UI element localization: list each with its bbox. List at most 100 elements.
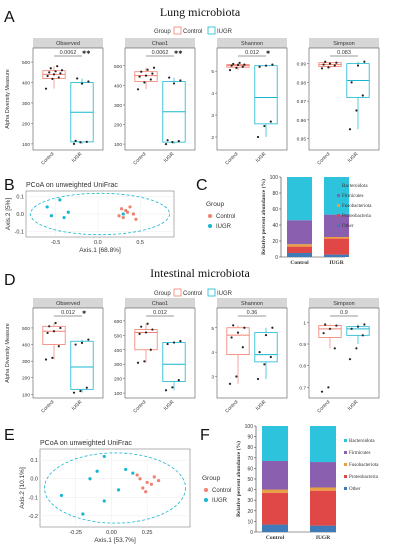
y-tick-label: 1 (303, 320, 306, 326)
data-point (44, 87, 48, 90)
data-point (59, 326, 62, 330)
facet-title: Observed (56, 301, 80, 307)
y-tick-label: 80 (272, 191, 278, 197)
data-point (136, 361, 140, 364)
legend-dot-control (208, 214, 212, 218)
p-value: 0.012 (245, 50, 259, 56)
data-point (46, 331, 49, 335)
scatter-point-iugr (88, 477, 92, 481)
data-point (151, 328, 154, 331)
data-point (151, 72, 154, 75)
data-point (348, 128, 352, 131)
bar-segment-bacteroidota (310, 426, 336, 463)
data-point (79, 141, 82, 144)
data-point (327, 66, 330, 69)
scatter-point-control (134, 217, 138, 221)
panel-letter-d: D (4, 272, 16, 289)
facet-strip (33, 298, 103, 308)
box-iugr (254, 326, 278, 381)
data-point (51, 77, 54, 80)
bar-segment-firmicutes (262, 460, 288, 490)
data-point (228, 68, 232, 72)
bar-segment-other (287, 253, 312, 257)
y-tick-label: 20 (272, 239, 278, 245)
bar-segment-fusobacteriota (262, 489, 288, 493)
legend-title: Group (154, 291, 171, 297)
y-tick-label: 5 (211, 69, 214, 75)
box-body (318, 325, 342, 338)
scatter-point-control (131, 212, 136, 216)
y-tick-label: 4 (211, 91, 214, 97)
scatter-point-control (156, 478, 161, 483)
y-tick-label: 40 (247, 488, 253, 494)
y-tick-label: 0.96 (297, 118, 307, 124)
facet-title: Shannon (241, 41, 263, 47)
y-tick-label: 100 (114, 142, 122, 148)
data-point (361, 334, 364, 337)
data-point (164, 142, 168, 146)
y-tick-label: 300 (22, 101, 30, 107)
data-point (269, 120, 272, 123)
bar-segment-fusobacteriota (324, 237, 349, 239)
data-point (333, 347, 336, 350)
data-point (258, 65, 261, 68)
data-point (256, 377, 260, 381)
data-point (168, 76, 171, 79)
data-point (179, 340, 182, 343)
legend-key-control (173, 288, 182, 297)
x-tick-label: IUGR (255, 151, 268, 164)
facet-strip (309, 38, 379, 48)
data-point (52, 330, 56, 333)
significance-stars: ✱ (266, 50, 270, 56)
legend-dot-iugr (204, 498, 208, 502)
y-tick-label: 500 (114, 333, 122, 339)
box-body (162, 342, 186, 382)
y-tick-label: 300 (114, 362, 122, 368)
data-point (230, 64, 233, 67)
x-tick-label: 0.00 (106, 530, 117, 536)
p-value: 0.0062 (152, 50, 169, 56)
facet-strip (125, 298, 195, 308)
data-point (263, 363, 266, 366)
data-point (57, 345, 60, 348)
data-point (138, 332, 141, 335)
data-point (48, 325, 51, 328)
y-tick-label: 500 (114, 64, 122, 70)
y-tick-label: 200 (22, 376, 30, 382)
y-tick-label: 80 (247, 445, 253, 451)
box-body (346, 326, 370, 336)
y-axis-label: Alpha Diversity Measure (5, 323, 11, 383)
legend-label: Other (349, 487, 361, 492)
y-tick-label: 500 (22, 326, 30, 332)
y-tick-label: 70 (247, 456, 253, 462)
legend-label-control: Control (183, 291, 202, 297)
significance-stars: ✱✱ (82, 50, 90, 56)
data-point (56, 65, 59, 68)
data-point (328, 62, 332, 65)
legend-swatch (344, 475, 347, 478)
data-point (74, 343, 77, 346)
intestinal_alpha-row: Alpha Diversity MeasureObserved0.012✱100… (5, 298, 380, 414)
scatter-point-control (144, 490, 148, 494)
x-tick-label: IUGR (71, 151, 84, 164)
y-tick-label: 100 (270, 175, 279, 181)
legend-key-control (173, 26, 182, 35)
data-point (355, 109, 358, 112)
scatter-point-iugr (59, 493, 64, 498)
legend-label: Fusobacteriota (349, 463, 379, 468)
scatter-point-iugr (102, 454, 106, 459)
legend-label-control: Control (212, 488, 231, 494)
bar-segment-fusobacteriota (287, 244, 312, 247)
scatter-point-control (141, 486, 145, 490)
p-value: 0.012 (61, 310, 75, 316)
y-tick-label: 30 (247, 498, 253, 504)
y-tick-label: 0.95 (297, 137, 307, 143)
data-point (356, 325, 360, 328)
legend-key-iugr (207, 288, 216, 297)
y-tick-label: 400 (114, 348, 122, 354)
data-point (171, 141, 174, 144)
panel-letter-c: C (196, 177, 208, 194)
x-tick-label: Control (132, 151, 147, 166)
